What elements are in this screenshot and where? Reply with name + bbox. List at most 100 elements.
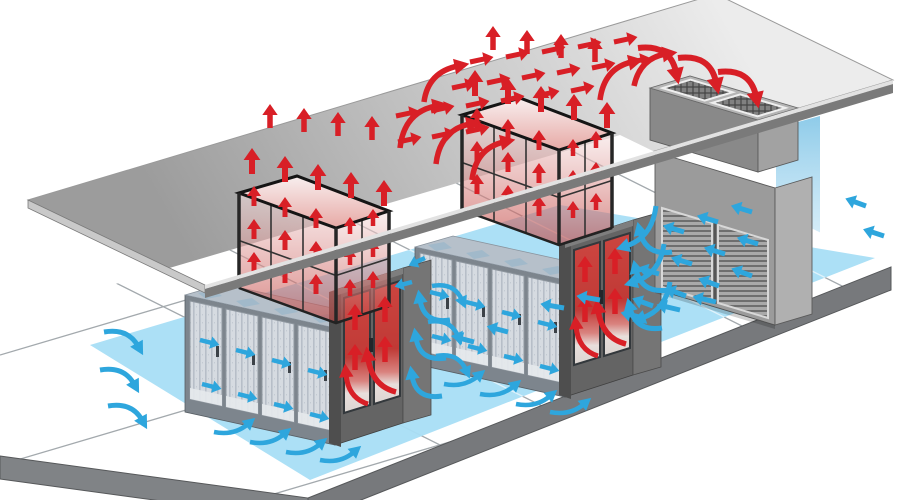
cold-air-arrow (632, 295, 654, 309)
hot-air-arrow (309, 164, 327, 190)
hot-air-arrow (375, 180, 393, 206)
cold-air-arrow (405, 365, 443, 400)
hot-air-arrow (430, 101, 455, 115)
hot-air-arrow (343, 217, 357, 234)
hot-air-arrow (347, 344, 363, 370)
hot-air-arrow (500, 91, 525, 105)
hot-air-arrow (309, 208, 323, 228)
hot-air-arrow (451, 78, 476, 92)
cold-air-arrow (863, 225, 885, 239)
cold-air-arrow (213, 417, 256, 436)
hot-air-arrow (532, 196, 546, 216)
hot-air-arrow (485, 26, 501, 50)
hot-air-arrow (577, 256, 593, 282)
hot-air-arrow (590, 298, 627, 347)
cold-air-arrow (637, 263, 660, 278)
cold-air-arrow (467, 342, 488, 355)
hot-air-arrow (569, 315, 599, 359)
cold-air-arrow (730, 201, 753, 216)
hot-air-arrow (535, 86, 560, 100)
cold-air-arrow (696, 211, 719, 226)
cold-air-arrow (623, 297, 663, 332)
cold-air-arrow (107, 402, 148, 430)
cold-air-arrow (285, 437, 328, 456)
hot-air-arrow (243, 148, 261, 174)
hot-air-arrow (278, 230, 292, 250)
hot-air-arrow (247, 252, 261, 272)
hot-air-arrow (469, 52, 494, 66)
hot-air-arrow (247, 219, 261, 239)
cold-air-arrow (731, 265, 753, 279)
cold-air-arrow (698, 275, 720, 289)
hot-air-arrow (397, 132, 422, 146)
hot-air-arrow (395, 106, 420, 120)
cold-air-arrow (479, 379, 522, 398)
cold-air-arrow (465, 298, 486, 311)
hot-air-arrow (570, 81, 595, 95)
crac-base-shadow (655, 289, 775, 329)
hot-air-arrow (364, 116, 380, 140)
cold-air-arrow (503, 352, 524, 365)
hot-air-arrow (342, 172, 360, 198)
crac-top-intake-grille-1 (659, 78, 737, 102)
cold-air-arrow (271, 356, 292, 369)
cold-air-arrow (537, 318, 558, 331)
cold-air-arrow (273, 400, 294, 413)
hot-air-arrow (276, 156, 294, 182)
hot-air-arrow (296, 108, 312, 132)
cold-air-arrow (549, 397, 592, 416)
hot-air-arrow (366, 240, 380, 257)
hot-air-arrow (309, 274, 323, 294)
cold-air-arrow (99, 366, 140, 394)
cold-air-arrow (309, 410, 330, 423)
hot-air-arrow (330, 112, 346, 136)
cold-air-arrow (633, 221, 673, 256)
cold-air-arrow (486, 322, 509, 336)
cold-air-arrow (703, 243, 726, 258)
ceiling-edge-highlight (205, 80, 893, 289)
hot-air-arrow (366, 209, 380, 226)
cold-air-arrow (431, 332, 452, 345)
hot-air-arrow (541, 42, 566, 56)
hot-air-arrow (278, 197, 292, 217)
crac-unit (648, 75, 813, 329)
crac-body-side (774, 176, 813, 326)
hot-air-arrows (243, 26, 764, 407)
hot-air-arrow (677, 54, 724, 95)
cold-air-arrow (539, 362, 560, 375)
cold-air-arrow (576, 290, 601, 305)
cold-air-arrow (427, 319, 463, 345)
cold-air-arrow (736, 233, 759, 248)
hot-air-arrow (577, 37, 602, 51)
cold-air-arrow (431, 283, 467, 309)
hot-air-arrow (366, 271, 380, 288)
hot-air-arrow (339, 363, 369, 407)
floor-skirt-left (0, 455, 309, 500)
hot-air-arrow (377, 336, 393, 362)
cold-air-arrow (429, 288, 450, 301)
hot-air-arrow (589, 193, 603, 210)
cold-air-arrow (845, 195, 867, 209)
cold-air-arrows (99, 195, 885, 464)
hot-air-arrow (565, 94, 583, 120)
cold-air-arrow (629, 259, 669, 294)
hot-air-arrow (717, 68, 764, 109)
hot-air-arrow (556, 63, 581, 77)
hot-air-arrow (465, 96, 490, 110)
hot-air-arrow (486, 73, 511, 87)
cold-air-arrow (515, 389, 558, 408)
hot-air-arrow (532, 163, 546, 183)
hot-air-arrow (505, 47, 530, 61)
cold-air-arrow (409, 327, 447, 362)
hot-air-arrow (343, 248, 357, 265)
cold-air-arrow (662, 221, 685, 236)
hot-air-arrow (309, 241, 323, 261)
cold-air-arrow (249, 427, 292, 446)
cold-air-arrow (692, 292, 717, 306)
hot-air-arrow (247, 186, 261, 206)
ceiling-edge-front (205, 84, 893, 298)
cold-air-arrow (435, 353, 471, 379)
hot-air-arrow (613, 32, 638, 46)
